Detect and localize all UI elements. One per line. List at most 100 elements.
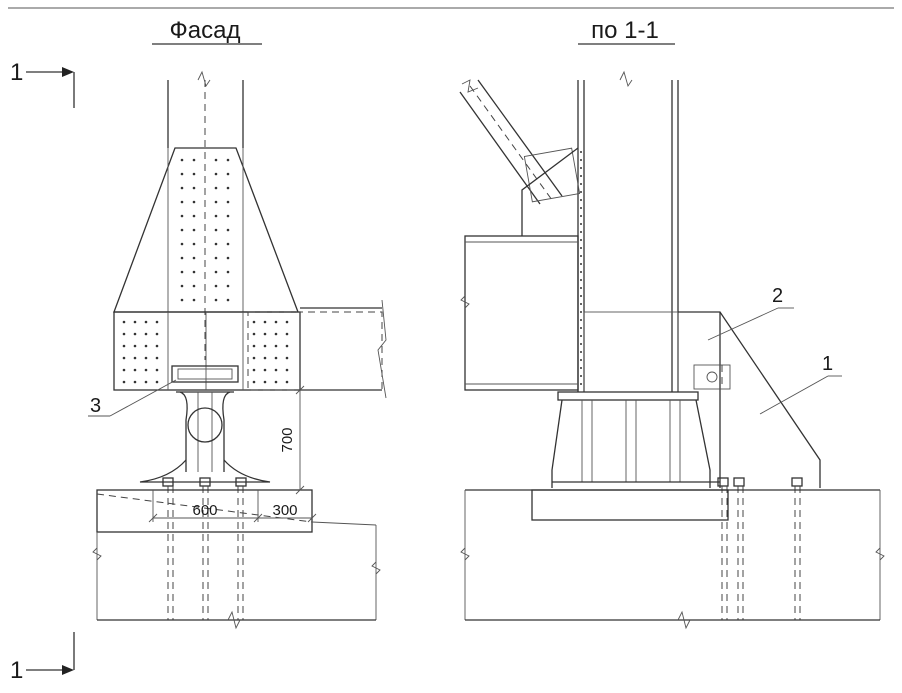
bolt-dot [226,214,230,218]
bolt-dot [214,214,218,218]
bolt-dot [274,368,278,372]
bolt-dot [580,319,582,321]
bolt-dot [580,343,582,345]
bolt-dot [580,175,582,177]
facade-foundation [92,489,381,630]
bolt-dot [580,263,582,265]
bolt-dot [155,320,159,324]
bolt-dot [252,368,256,372]
bolt-dot [252,320,256,324]
bolt-dot [144,380,148,384]
dimension-600-300: 600 300 [148,490,317,523]
bolt-dot [133,332,137,336]
bolt-dot [580,207,582,209]
bolt-dot [192,186,196,190]
callout-3: 3 [88,379,177,417]
section-stiffeners [678,311,821,488]
bolt-dot [580,271,582,273]
facade-beam-zone [113,299,387,399]
callout-1-label: 1 [822,353,833,375]
bolt-dot [133,320,137,324]
bolt-dot [285,332,289,336]
bolt-dot [580,151,582,153]
bolt-dot [285,368,289,372]
callout-2: 2 [707,285,794,341]
bolt-dot [214,298,218,302]
bolt-dot [580,359,582,361]
section-flange-welds [580,151,582,385]
bolt-dot [214,284,218,288]
bolt-dot [226,172,230,176]
bolt-dot [285,320,289,324]
bolt-dot [580,303,582,305]
bolt-dot [252,356,256,360]
bolt-dot [263,380,267,384]
bolt-dot [180,242,184,246]
facade-pedestal [139,391,271,483]
bolt-dot [580,351,582,353]
section-title: по 1-1 [591,17,659,44]
bolt-dot [214,186,218,190]
bolt-dot [180,284,184,288]
section-brace-gusset [521,147,579,236]
callout-3-label: 3 [90,395,101,417]
section-diagonal-brace [459,79,581,205]
bolt-dot [274,356,278,360]
bolt-dot [192,298,196,302]
callout-2-label: 2 [772,285,783,307]
bolt-dot [226,242,230,246]
bolt-dot [214,228,218,232]
bolt-dot [263,356,267,360]
bolt-dot [214,158,218,162]
bolt-dot [144,332,148,336]
bolt-dot [180,214,184,218]
facade-anchor-bolts [162,477,247,620]
bolt-dot [226,158,230,162]
section-mark-bottom-label: 1 [10,657,23,684]
dimension-600-label: 600 [192,502,217,519]
bolt-dot [155,380,159,384]
bolt-dot [122,332,126,336]
bolt-dot [214,200,218,204]
bolt-dot [580,367,582,369]
bolt-dot [214,270,218,274]
bolt-dot [252,344,256,348]
bolt-dot [192,284,196,288]
bolt-dot [133,380,137,384]
bolt-dot [263,344,267,348]
facade-gusset-plate [113,147,299,313]
bolt-dot [226,186,230,190]
section-mark-top: 1 [10,59,75,108]
bolt-dot [580,255,582,257]
bolt-dot [274,380,278,384]
facade-view: 700 600 300 3 [88,70,387,630]
bolt-dot [263,320,267,324]
bolt-dot [226,298,230,302]
bolt-dot [252,380,256,384]
bolt-dot [285,380,289,384]
bolt-dot [180,228,184,232]
bolt-dot [226,284,230,288]
bolt-dot [580,311,582,313]
bolt-dot [192,200,196,204]
bolt-dot [144,320,148,324]
bolt-dot [180,256,184,260]
bolt-dot [580,335,582,337]
bolt-dot [252,332,256,336]
bolt-dot [580,287,582,289]
bolt-dot [274,320,278,324]
bolt-dot [144,368,148,372]
bolt-dot [192,270,196,274]
bolt-dot [580,239,582,241]
bolt-dot [180,298,184,302]
bolt-dot [180,186,184,190]
bolt-dot [192,256,196,260]
bolt-dot [580,183,582,185]
bolt-dot [122,320,126,324]
bolt-dot [155,332,159,336]
bolt-dot [214,256,218,260]
bolt-dot [192,172,196,176]
bolt-dot [580,215,582,217]
bolt-dot [122,356,126,360]
